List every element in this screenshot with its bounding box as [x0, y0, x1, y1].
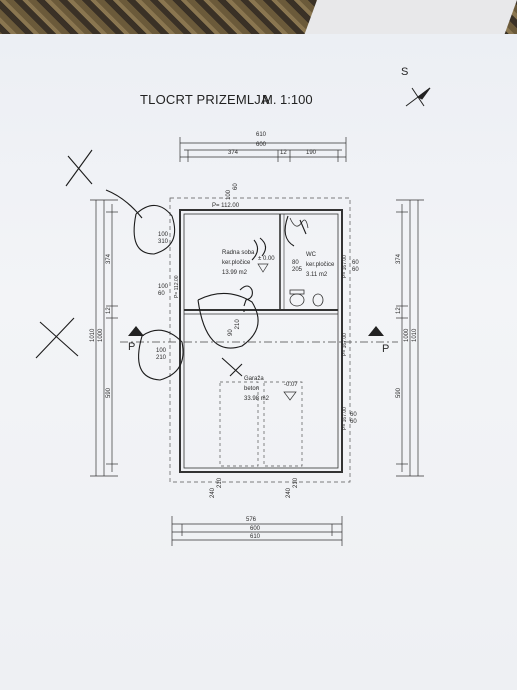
dim-right-lower: 590: [396, 387, 402, 398]
wc-fixtures: [289, 217, 324, 307]
sill-top: P= 112.00: [212, 203, 240, 209]
room-office-level: ± 0.00: [258, 256, 275, 262]
opening-top-win: 10060: [226, 183, 239, 200]
north-arrow-icon: [405, 87, 431, 107]
room-garage-area: 33.98 m2: [244, 396, 270, 402]
north-label: S: [401, 66, 409, 78]
dim-left-mid: 12: [106, 307, 112, 314]
drawing-title: TLOCRT PRIZEMLJA: [140, 92, 270, 107]
room-wc-floor: ker.pločice: [306, 262, 335, 268]
level-triangle-icon: [257, 263, 269, 273]
dim-right-mid: 12: [396, 307, 402, 314]
section-marker-right-icon: [368, 326, 384, 336]
sill-right-2: P= 167.00: [342, 333, 348, 356]
dim-left-lower: 590: [106, 387, 112, 398]
room-wc-name: WC: [306, 252, 317, 258]
opening-g2: 240210: [286, 477, 299, 498]
dim-left-inner: 1000: [98, 328, 104, 342]
garage-door-panels: [219, 381, 303, 467]
drawing-scale: M. 1:100: [262, 92, 313, 107]
left-dimensions: [90, 199, 118, 477]
dim-top-left: 374: [228, 150, 239, 156]
opening-d3: 90210: [228, 319, 241, 336]
building-walls: [179, 209, 343, 473]
room-garage-level: -0.07: [284, 382, 298, 388]
bottom-dimensions: [171, 516, 343, 546]
section-label-right: P: [382, 343, 389, 355]
dim-right-inner: 1000: [404, 328, 410, 342]
sill-left: P= 112.00: [174, 275, 180, 298]
dim-bottom-inner: 576: [246, 517, 257, 523]
handwritten-annotations: [35, 149, 307, 381]
right-dimensions: [396, 199, 424, 477]
dim-left-upper: 374: [106, 253, 112, 264]
sill-right-1: P= 167.00: [342, 255, 348, 278]
section-label-left: P: [128, 341, 135, 353]
section-marker-left-icon: [128, 326, 144, 336]
sill-right-3: P= 167.00: [342, 407, 348, 430]
roof-outline: [169, 197, 351, 483]
dim-right-outer: 1010: [412, 328, 418, 342]
room-office-area: 13.99 m2: [222, 270, 248, 276]
dim-bottom-mid: 600: [250, 526, 261, 532]
room-office-floor: ker.pločice: [222, 260, 251, 266]
opening-g1: 240210: [210, 477, 223, 498]
room-office-name: Radna soba: [222, 250, 255, 256]
dim-left-outer: 1010: [90, 328, 96, 342]
dim-top-inner: 600: [256, 142, 267, 148]
dim-top-total: 610: [256, 132, 267, 138]
level-triangle-garage-icon: [283, 391, 297, 401]
dim-right-upper: 374: [396, 253, 402, 264]
room-garage-floor: beton: [244, 386, 259, 392]
room-garage-name: Garaža: [244, 376, 264, 382]
dim-top-right: 190: [306, 150, 317, 156]
dim-top-mid: 12: [280, 150, 287, 156]
room-wc-area: 3.11 m2: [306, 272, 328, 278]
dim-bottom-total: 610: [250, 534, 261, 540]
top-dimensions: [179, 137, 347, 162]
